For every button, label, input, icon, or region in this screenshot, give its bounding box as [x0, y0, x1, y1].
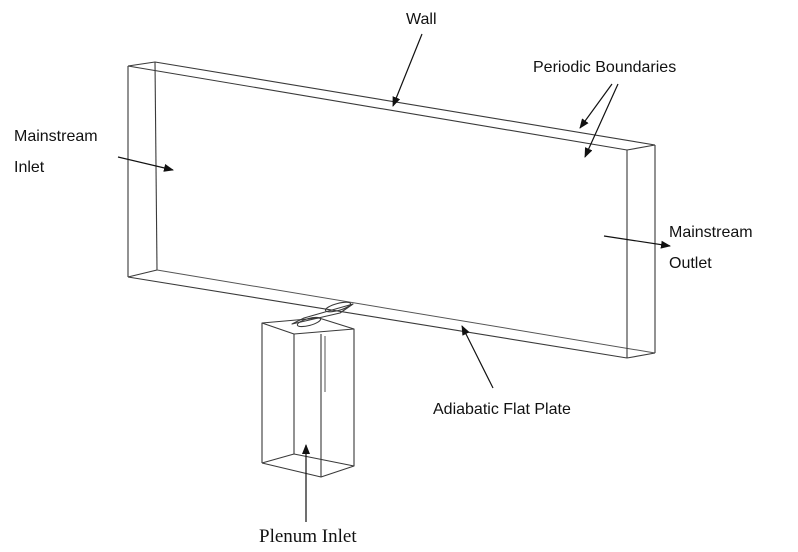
channel-front-bottom-edge: [127, 276, 628, 359]
coolant-hole: [291, 301, 354, 328]
periodic-arrow-1: [579, 83, 613, 129]
hole-entry-ellipse: [296, 316, 322, 328]
leader-arrows: [117, 33, 671, 522]
plenum-bottom-edges: [261, 453, 355, 478]
periodic-boundaries-label: Periodic Boundaries: [533, 59, 676, 76]
mainstream-outlet-label-line1: Mainstream: [669, 224, 753, 241]
mainstream-outlet-arrow: [603, 235, 671, 249]
channel-depth-bottom-left: [127, 269, 158, 278]
wall-label: Wall: [406, 11, 437, 28]
mainstream-inlet-label-line2: Inlet: [14, 159, 45, 176]
adiabatic-plate-arrow: [461, 325, 494, 389]
channel-depth-top-right: [626, 144, 656, 151]
mainstream-inlet-label-line1: Mainstream: [14, 128, 98, 145]
wall-arrow: [392, 33, 423, 107]
periodic-arrow-2: [584, 83, 619, 158]
hole-exit-ellipse: [324, 301, 352, 313]
channel-front-top-edge: [127, 65, 628, 151]
channel-back-bottom-edge: [156, 269, 656, 354]
channel-depth-bottom-right: [626, 352, 656, 359]
plenum: [261, 317, 355, 478]
mainstream-outlet-label-line2: Outlet: [669, 255, 712, 272]
plenum-inlet-label: Plenum Inlet: [259, 526, 357, 547]
main-channel: [127, 61, 656, 359]
adiabatic-flat-plate-label: Adiabatic Flat Plate: [433, 401, 571, 418]
mainstream-inlet-arrow: [117, 156, 174, 172]
